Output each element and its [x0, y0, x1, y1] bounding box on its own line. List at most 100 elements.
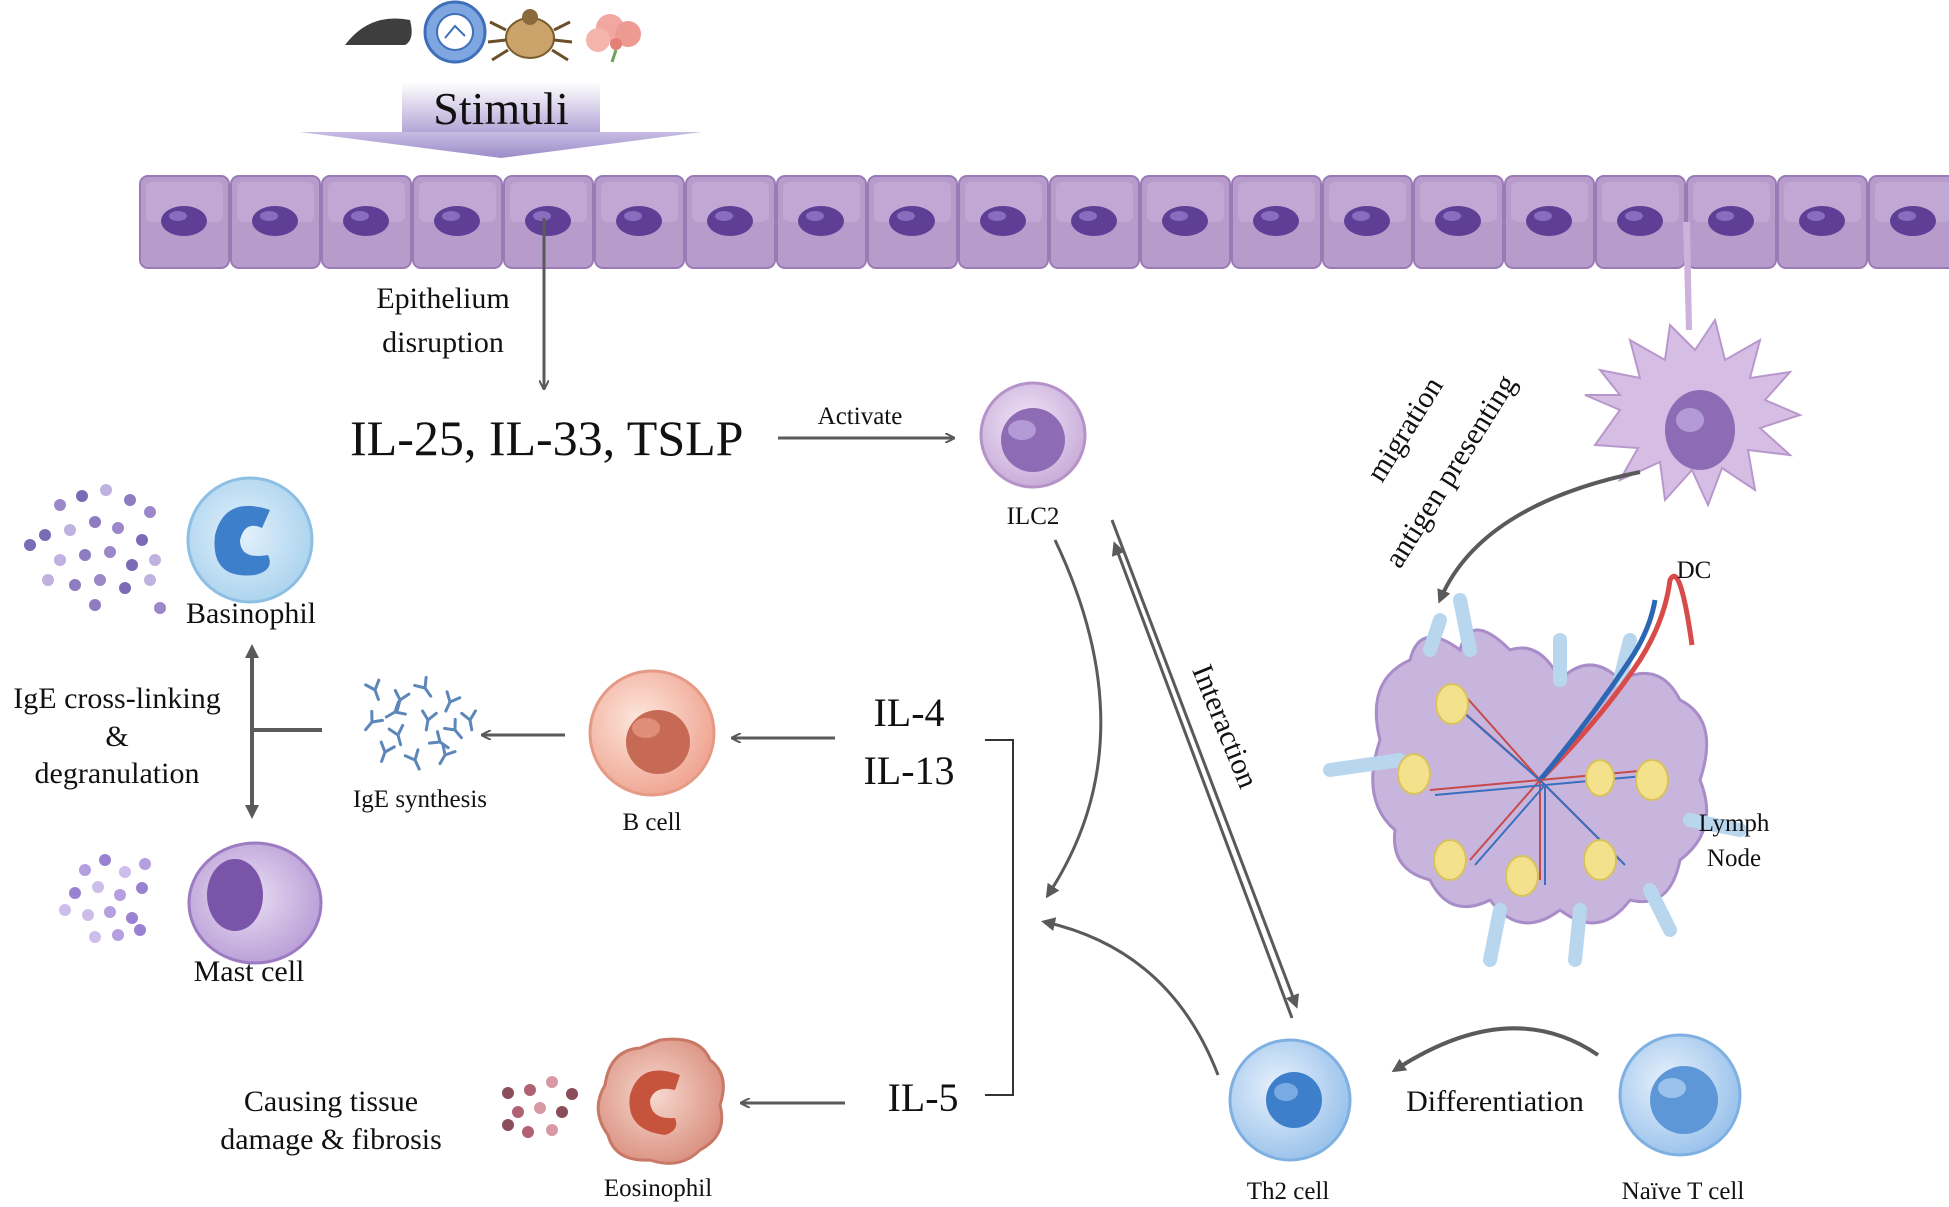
- interaction-arrow-down: [1110, 519, 1299, 1009]
- pollen-flower-icon: [586, 14, 641, 63]
- granule: [154, 602, 166, 614]
- lymph-node-label-line2: Node: [1706, 845, 1762, 872]
- granule: [502, 1087, 514, 1099]
- ige-antibody: [460, 709, 478, 732]
- basophil-cell: [186, 476, 314, 604]
- granule: [100, 484, 112, 496]
- granule: [89, 931, 101, 943]
- th2-cell: [1228, 1038, 1352, 1162]
- granule: [79, 864, 91, 876]
- ige-crosslink-line1: IgE cross-linking: [13, 682, 221, 715]
- ige-antibody: [427, 730, 450, 750]
- dc-label: DC: [1676, 557, 1712, 584]
- granule: [114, 889, 126, 901]
- epithelial-cell: [503, 175, 594, 269]
- b-cell-label: B cell: [622, 809, 682, 836]
- epithelial-cell: [1595, 175, 1686, 269]
- epithelium-disruption-label-line1: Epithelium: [376, 282, 510, 315]
- ige-synthesis-label: IgE synthesis: [352, 786, 488, 813]
- lymph-node: [1323, 573, 1747, 967]
- granule: [112, 929, 124, 941]
- granule: [104, 906, 116, 918]
- ige-antibody: [442, 717, 463, 740]
- granule: [512, 1106, 524, 1118]
- granule: [104, 546, 116, 558]
- granule: [144, 506, 156, 518]
- dust-icon: [345, 18, 412, 45]
- granule: [522, 1126, 534, 1138]
- lymph-vessels: [1429, 573, 1695, 885]
- granule: [149, 554, 161, 566]
- tissue-damage-line2: damage & fibrosis: [220, 1123, 442, 1156]
- granule: [69, 579, 81, 591]
- virus-icon: [423, 0, 487, 64]
- ige-antibody: [387, 723, 405, 747]
- granule: [69, 887, 81, 899]
- epithelial-cell: [1504, 175, 1595, 269]
- stimuli-label: Stimuli: [433, 83, 569, 134]
- ige-antibody: [438, 743, 457, 766]
- granule: [502, 1119, 514, 1131]
- epithelial-cell: [958, 175, 1049, 269]
- epithelial-cell: [1686, 175, 1777, 269]
- granule: [556, 1106, 568, 1118]
- granule: [79, 549, 91, 561]
- naive-t-cell-label: Naïve T cell: [1621, 1178, 1745, 1205]
- eosinophil-granules: [502, 1076, 578, 1138]
- granule: [126, 912, 138, 924]
- epithelial-cell: [685, 175, 776, 269]
- granule: [112, 522, 124, 534]
- granule: [89, 516, 101, 528]
- basophil-label: Basinophil: [185, 597, 317, 630]
- granule: [139, 858, 151, 870]
- activate-label: Activate: [817, 403, 903, 430]
- ige-antibody: [379, 740, 396, 763]
- granule: [546, 1124, 558, 1136]
- granule: [119, 866, 131, 878]
- ige-antibody: [413, 675, 433, 698]
- granule: [92, 881, 104, 893]
- epithelial-cell: [776, 175, 867, 269]
- alarmins-label: IL-25, IL-33, TSLP: [350, 410, 744, 466]
- ige-crosslink-line3: degranulation: [34, 757, 200, 790]
- cytokine-bracket: [985, 739, 1014, 1096]
- eosinophil-label: Eosinophil: [603, 1175, 713, 1202]
- granule: [126, 559, 138, 571]
- granule: [99, 854, 111, 866]
- ige-antibody: [420, 709, 438, 732]
- ige-antibody: [403, 748, 421, 771]
- epithelial-cell: [1413, 175, 1504, 269]
- ilc2-cell: [979, 381, 1087, 489]
- granule: [534, 1102, 546, 1114]
- mast-cell-granules: [59, 854, 151, 943]
- granule: [524, 1084, 536, 1096]
- epithelial-cell: [321, 175, 412, 269]
- epithelial-cell: [1140, 175, 1231, 269]
- epithelial-cell: [412, 175, 503, 269]
- tissue-damage-line1: Causing tissue: [243, 1085, 419, 1118]
- granule: [134, 924, 146, 936]
- granule: [24, 539, 36, 551]
- mast-cell-label: Mast cell: [193, 955, 305, 988]
- il13-label: IL-13: [863, 748, 955, 793]
- granule: [39, 529, 51, 541]
- granule: [64, 524, 76, 536]
- differentiation-arrow: [1391, 1026, 1600, 1073]
- differentiation-label: Differentiation: [1406, 1085, 1584, 1118]
- epithelial-cell: [1322, 175, 1413, 269]
- epithelial-cell: [1231, 175, 1322, 269]
- ige-antibodies: [364, 675, 478, 771]
- epithelial-cell: [594, 175, 685, 269]
- granule: [124, 494, 136, 506]
- granule: [76, 490, 88, 502]
- granule: [144, 574, 156, 586]
- epithelial-cell: [1777, 175, 1868, 269]
- basophil-granules: [24, 484, 166, 614]
- epithelial-cell: [867, 175, 958, 269]
- ilc2-output-arrow: [1045, 539, 1103, 899]
- epithelial-cell: [139, 175, 230, 269]
- mite-icon: [487, 9, 573, 62]
- ige-crosslink-line2: &: [105, 720, 129, 753]
- interaction-arrow-up: [1111, 541, 1294, 1019]
